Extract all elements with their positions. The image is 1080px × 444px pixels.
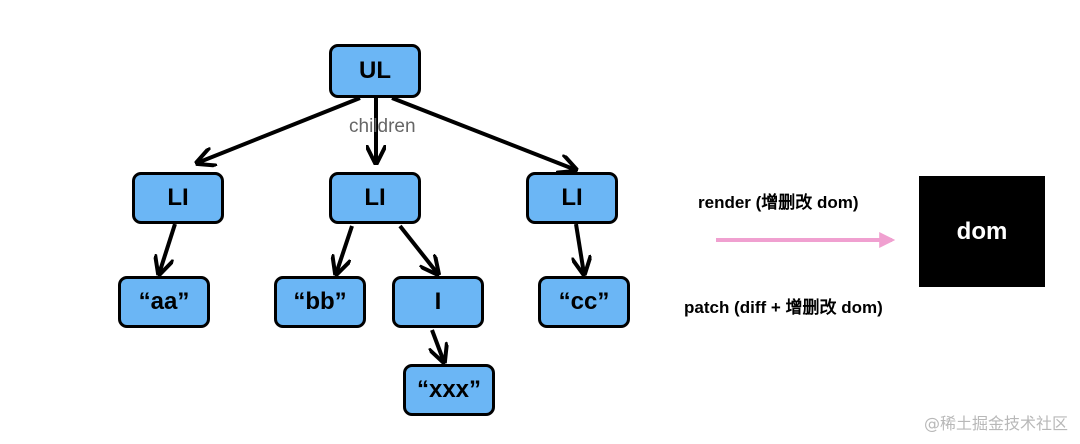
edge-i-to-xxx — [432, 329, 444, 362]
text-node-cc: “cc” — [538, 276, 630, 328]
ul-node: UL — [329, 44, 421, 98]
children-label: children — [349, 116, 416, 137]
li-node-1: LI — [132, 172, 224, 224]
watermark: @稀土掘金技术社区 — [923, 414, 1068, 433]
edge-li-1-to-aa — [159, 223, 177, 274]
patch-label: patch (diff + 增删改 dom) — [684, 298, 883, 317]
text-node-xxx: “xxx” — [403, 364, 495, 416]
render-label: render (增删改 dom) — [698, 193, 859, 212]
edge-li-2-to-i — [398, 224, 438, 274]
edge-ul-to-li-3 — [391, 96, 576, 170]
edge-ul-to-li-1 — [197, 96, 361, 163]
edge-li-2-to-bb — [336, 225, 354, 274]
text-node-aa: “aa” — [118, 276, 210, 328]
text-node-bb: “bb” — [274, 276, 366, 328]
li-node-2: LI — [329, 172, 421, 224]
li-node-3: LI — [526, 172, 618, 224]
i-node: I — [392, 276, 484, 328]
edge-li-3-to-cc — [576, 223, 584, 274]
dom-box: dom — [919, 176, 1045, 287]
